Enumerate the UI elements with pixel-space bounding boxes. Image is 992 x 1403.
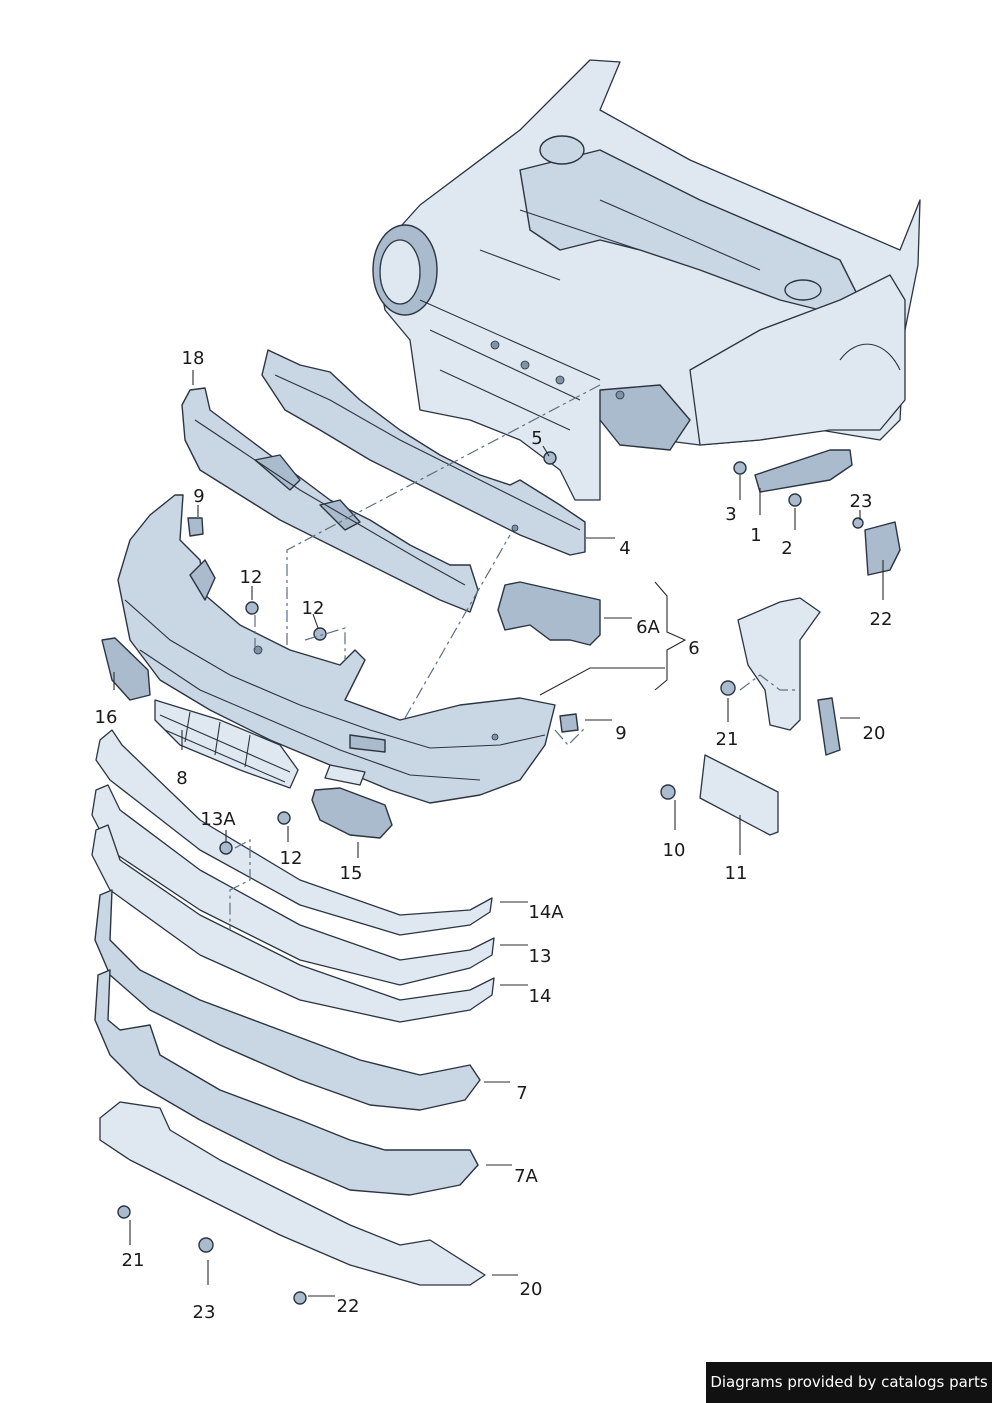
footer-credit: Diagrams provided by catalogs parts	[706, 1362, 992, 1403]
screw-12c	[277, 811, 291, 825]
label-4: 4	[619, 538, 630, 559]
screw-22-lower	[293, 1291, 307, 1305]
car-body-front-structure	[372, 59, 921, 501]
part-labels: 18 9 12 12 5 4 6A 6 9 16 8 13A 12 15 14A…	[95, 348, 893, 1323]
label-11: 11	[725, 863, 748, 884]
bracket-20-right	[817, 697, 841, 756]
license-plate-mount	[699, 754, 779, 836]
clip-23-lower	[198, 1237, 214, 1253]
label-23-upper: 23	[850, 491, 873, 512]
bracket-right-1	[754, 449, 853, 493]
label-16: 16	[95, 707, 118, 728]
fog-lamp-grille	[311, 787, 393, 839]
spoiler-7a	[94, 969, 479, 1196]
label-8: 8	[176, 768, 187, 789]
trim-strip-14	[91, 824, 495, 1023]
label-9-upper: 9	[193, 486, 204, 507]
label-12-b: 12	[302, 598, 325, 619]
label-20-lower: 20	[520, 1279, 543, 1300]
alignment-lines	[229, 384, 800, 930]
lower-spoiler-20	[99, 1101, 486, 1286]
bumper-carrier-bar	[261, 349, 586, 556]
screw-2	[788, 493, 802, 507]
label-5: 5	[531, 428, 542, 449]
trim-strip-14a	[95, 729, 493, 936]
screw-23-upper	[852, 517, 864, 529]
label-6: 6	[688, 638, 699, 659]
screw-12b	[313, 627, 327, 641]
screw-21-lower	[117, 1205, 131, 1219]
label-21-right: 21	[716, 729, 739, 750]
bumper-guide-bracket	[497, 581, 601, 646]
nut-21-right	[720, 680, 736, 696]
screw-10	[660, 784, 676, 800]
bracket-22-upper	[864, 521, 901, 576]
label-21-lower: 21	[122, 1250, 145, 1271]
label-13: 13	[529, 946, 552, 967]
label-20-right: 20	[863, 723, 886, 744]
side-grille-left	[101, 637, 151, 701]
clip-3	[733, 461, 747, 475]
label-14a: 14A	[528, 902, 564, 923]
label-3: 3	[725, 504, 736, 525]
label-23-lower: 23	[193, 1302, 216, 1323]
label-22-lower: 22	[337, 1296, 360, 1317]
screw-12a	[245, 601, 259, 615]
label-7a: 7A	[514, 1166, 538, 1187]
label-18: 18	[182, 348, 205, 369]
screw-5	[543, 451, 557, 465]
label-22-upper: 22	[870, 609, 893, 630]
label-6a: 6A	[636, 617, 660, 638]
label-12-a: 12	[240, 567, 263, 588]
label-1: 1	[750, 525, 761, 546]
spoiler-7	[94, 889, 481, 1111]
clip-upper	[187, 517, 204, 537]
bumper-cover	[117, 494, 556, 804]
screw-13a	[219, 841, 233, 855]
label-15: 15	[340, 863, 363, 884]
label-7: 7	[516, 1083, 527, 1104]
label-13a: 13A	[200, 809, 236, 830]
trim-strip-13	[91, 784, 495, 986]
label-10: 10	[663, 840, 686, 861]
label-12-c: 12	[280, 848, 303, 869]
leader-lines	[113, 370, 884, 1297]
label-14: 14	[529, 986, 552, 1007]
fender-bracket	[737, 597, 821, 731]
label-9-right: 9	[615, 723, 626, 744]
label-2: 2	[781, 538, 792, 559]
clip-right	[559, 713, 579, 733]
impact-absorber	[181, 387, 479, 613]
